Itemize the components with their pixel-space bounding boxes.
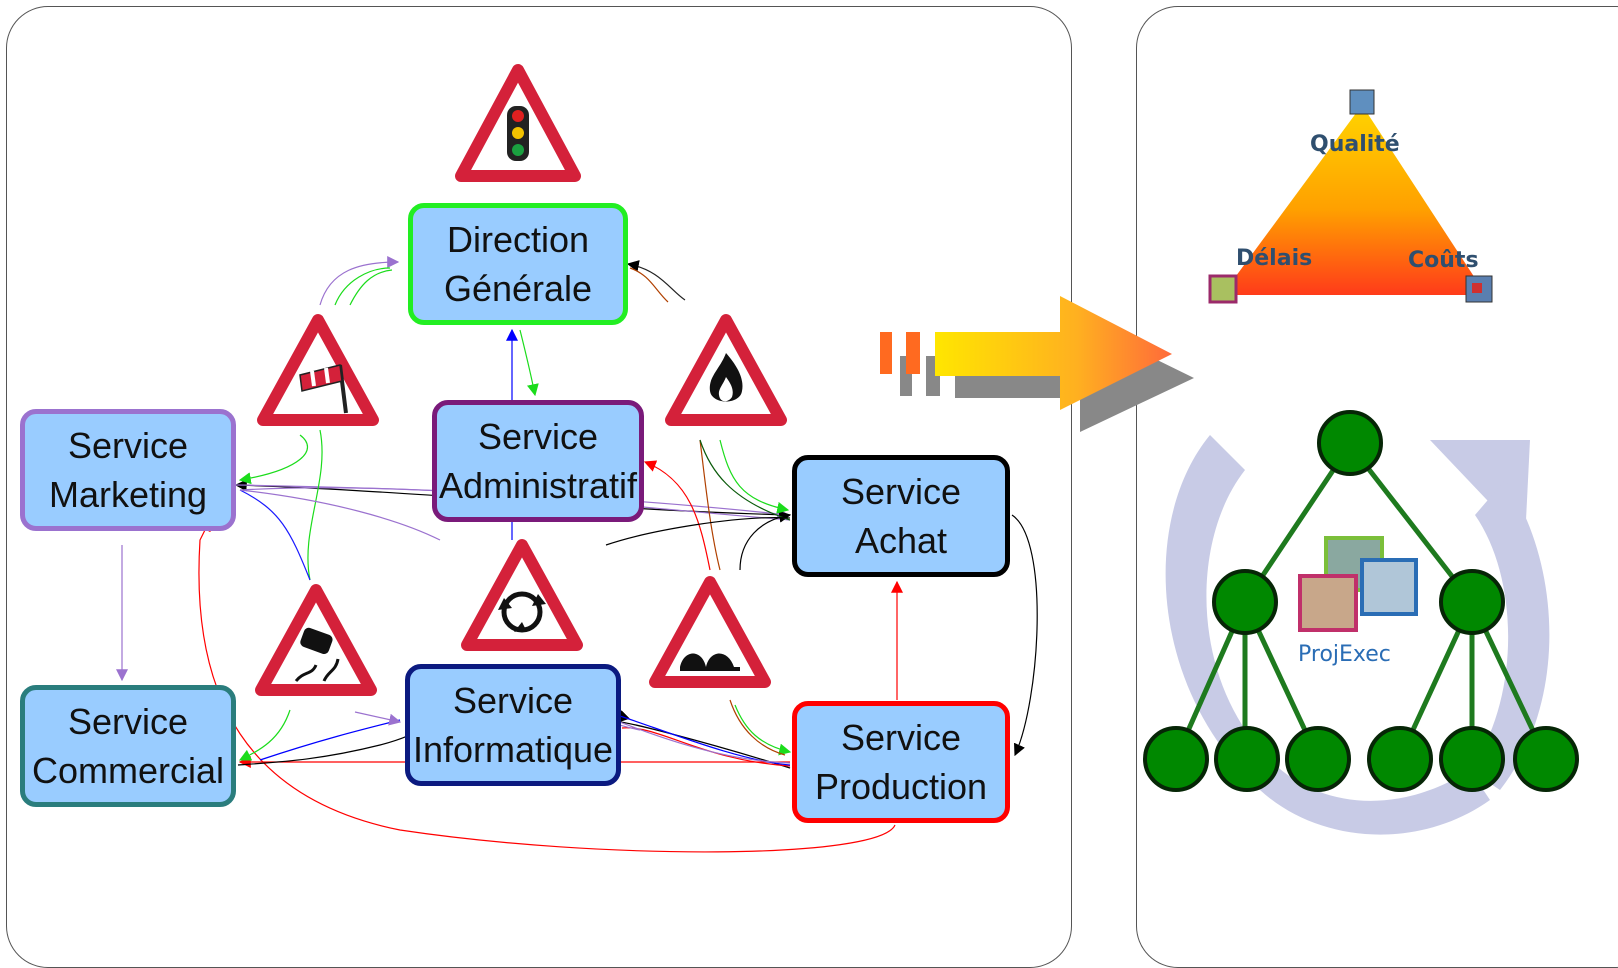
node-direction-label: Direction Générale	[443, 219, 593, 309]
node-service-administratif: Service Administratif	[432, 400, 644, 522]
triangle-label-delais: Délais	[1236, 246, 1313, 271]
wind-sock-icon	[257, 314, 379, 426]
tree-nodes	[1143, 410, 1579, 792]
node-service-achat: Service Achat	[792, 455, 1010, 577]
node-informatique-label: Service Informatique	[412, 680, 614, 770]
node-service-production: Service Production	[792, 701, 1010, 823]
transition-arrow-icon	[880, 296, 1194, 432]
node-administratif-label: Service Administratif	[438, 416, 638, 506]
triangle-label-couts: Coûts	[1408, 248, 1479, 273]
node-achat-label: Service Achat	[840, 471, 962, 561]
bumpy-road-icon	[649, 576, 771, 688]
node-service-commercial: Service Commercial	[20, 685, 236, 807]
team-photos-icon	[1298, 536, 1418, 632]
node-direction-generale: Direction Générale	[408, 203, 628, 325]
node-service-marketing: Service Marketing	[20, 409, 236, 531]
fire-icon	[665, 314, 787, 426]
node-marketing-label: Service Marketing	[48, 425, 208, 515]
projexec-logo: ProjExec	[1298, 642, 1391, 667]
node-production-label: Service Production	[814, 717, 988, 807]
slippery-road-icon	[255, 584, 377, 696]
traffic-lights-icon	[455, 64, 581, 182]
project-triangle	[1208, 89, 1493, 304]
triangle-label-qualite: Qualité	[1310, 132, 1400, 157]
roundabout-icon	[461, 539, 583, 651]
node-service-informatique: Service Informatique	[405, 664, 621, 786]
node-commercial-label: Service Commercial	[31, 701, 225, 791]
